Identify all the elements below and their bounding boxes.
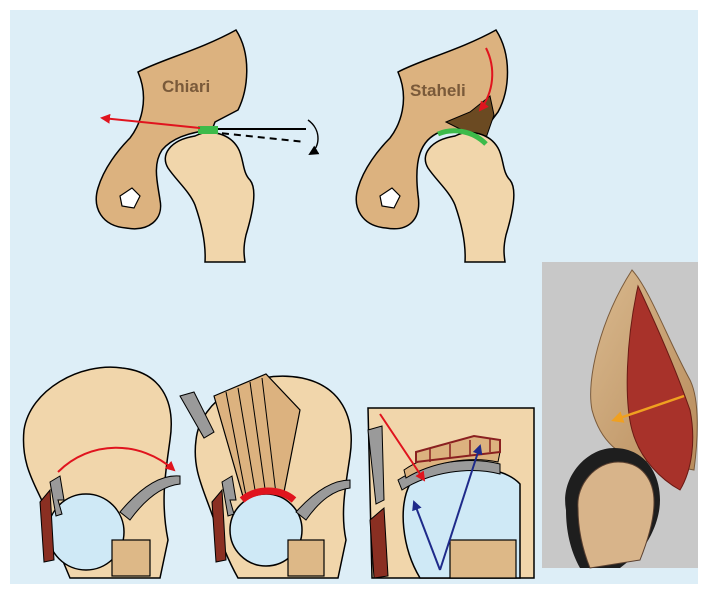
bottom-diagram-1 — [23, 367, 180, 578]
bottom1-femur-stub — [112, 540, 150, 576]
bottom-diagram-3 — [368, 408, 534, 578]
photo-femoral-head — [578, 462, 654, 568]
bottom3-femur-stub — [450, 540, 516, 578]
chiari-label: Chiari — [162, 77, 210, 96]
staheli-label: Staheli — [410, 81, 466, 100]
anatomical-photo — [542, 262, 698, 568]
chiari-green-mark — [198, 126, 218, 134]
bottom2-femur-stub — [288, 540, 324, 576]
